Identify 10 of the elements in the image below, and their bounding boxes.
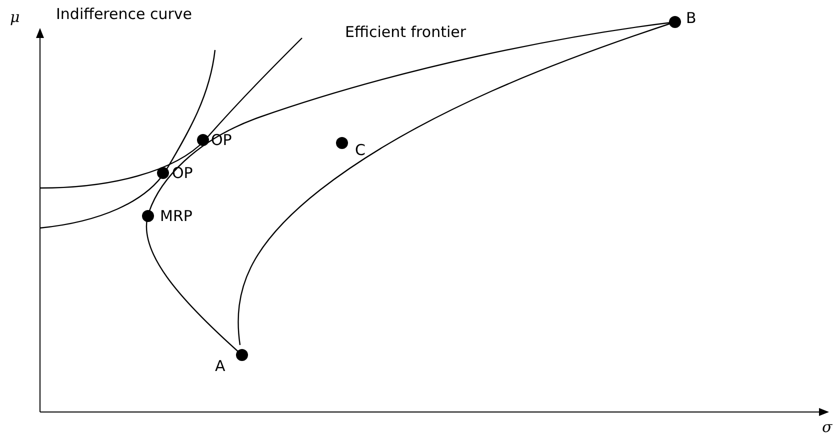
axis-label: μ — [10, 8, 20, 26]
point-label: OP — [211, 131, 232, 149]
curve-label: Efficient frontier — [345, 23, 466, 41]
point-label: C — [355, 141, 366, 159]
axis-label: σ — [822, 418, 832, 436]
point-label: A — [215, 357, 226, 375]
point-label: OP — [172, 164, 193, 182]
point-label: MRP — [160, 207, 192, 225]
point-label: B — [686, 9, 696, 27]
curve-label: Indifference curve — [56, 5, 192, 23]
